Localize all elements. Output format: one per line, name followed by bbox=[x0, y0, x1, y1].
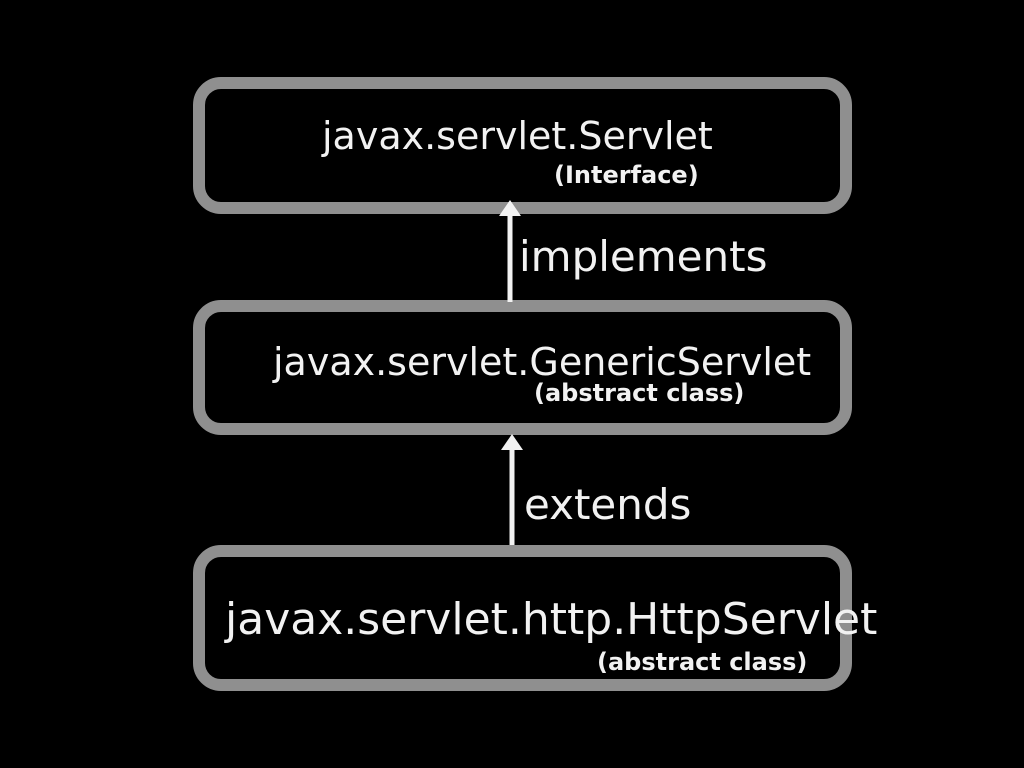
implements-label: implements bbox=[519, 232, 768, 281]
http-servlet-box bbox=[193, 545, 852, 691]
http-servlet-title: javax.servlet.http.HttpServlet bbox=[225, 594, 878, 645]
servlet-interface-box bbox=[193, 77, 852, 214]
http-servlet-subtitle: (abstract class) bbox=[597, 648, 808, 676]
servlet-interface-subtitle: (Interface) bbox=[554, 161, 699, 189]
generic-servlet-box bbox=[193, 300, 852, 435]
generic-servlet-subtitle: (abstract class) bbox=[534, 379, 745, 407]
arrow-up-icon bbox=[501, 434, 523, 545]
servlet-interface-title: javax.servlet.Servlet bbox=[322, 114, 713, 158]
generic-servlet-title: javax.servlet.GenericServlet bbox=[273, 340, 812, 384]
arrow-up-icon bbox=[499, 200, 521, 302]
extends-label: extends bbox=[524, 480, 692, 529]
